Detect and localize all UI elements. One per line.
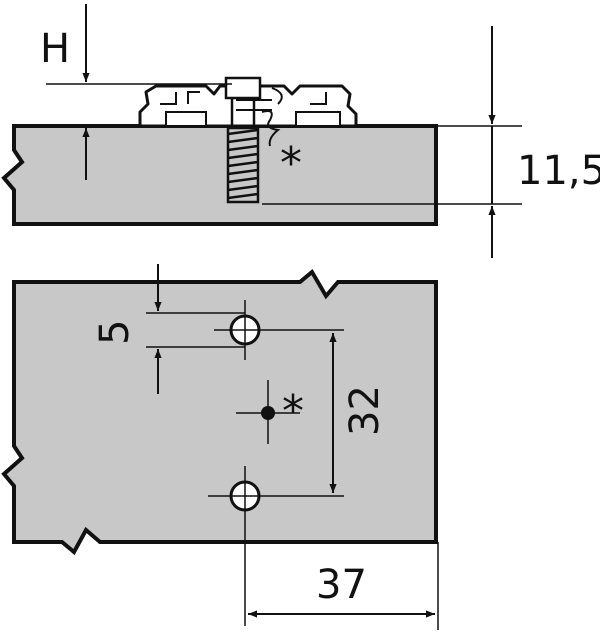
mounting-plate-slot — [165, 111, 207, 127]
label-height-symbol: H — [40, 26, 70, 72]
label-hole-spacing: 32 — [342, 385, 388, 436]
plan-view-board — [1, 268, 438, 556]
label-board-thickness: 11,5 — [517, 148, 600, 194]
side-view: 11,5 H * — [1, 4, 600, 258]
mounting-plate-slot — [295, 111, 341, 127]
side-view-board — [1, 124, 438, 226]
label-edge-distance: 37 — [316, 562, 367, 608]
marker-side: * — [280, 138, 302, 189]
plan-view: * 5 32 37 — [1, 264, 439, 630]
screw-dowel — [224, 76, 283, 204]
label-hole-offset: 5 — [92, 320, 138, 345]
marker-plan: * — [282, 386, 304, 437]
